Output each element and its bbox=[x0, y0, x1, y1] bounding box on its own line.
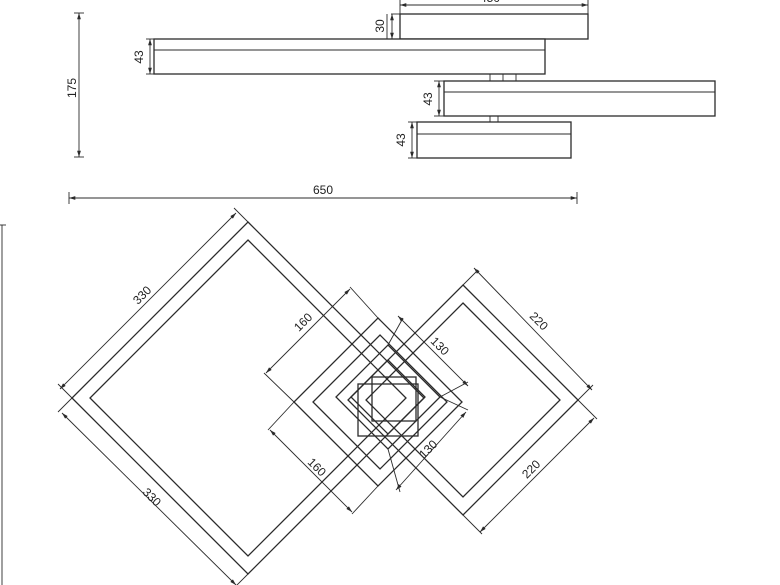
bar-2-height-label: 43 bbox=[421, 92, 435, 106]
light-bar-2 bbox=[443, 80, 716, 117]
ceiling-plate bbox=[399, 13, 589, 40]
bar-1-height-label: 43 bbox=[132, 50, 146, 64]
total-height-dimension: 175 bbox=[65, 12, 84, 158]
plate-thickness-dimension: 30 bbox=[373, 13, 400, 40]
small-square-dimension-b: 130 bbox=[387, 396, 469, 493]
large-square-dimension-a: 330 bbox=[57, 207, 249, 399]
bar-1-height-dimension: 43 bbox=[132, 38, 154, 75]
bar-2-height-dimension: 43 bbox=[421, 80, 444, 117]
top-view: 650 330 bbox=[0, 183, 598, 585]
overall-width-dimension: 650 bbox=[68, 183, 578, 204]
large-square-frame bbox=[71, 221, 425, 575]
top-dimension-label: 450 bbox=[480, 0, 500, 5]
overall-width-label: 650 bbox=[313, 183, 333, 197]
light-bar-3 bbox=[416, 121, 572, 159]
plate-thickness-label: 30 bbox=[373, 19, 387, 33]
small-square-frame bbox=[335, 344, 441, 450]
bar-3-height-label: 43 bbox=[394, 133, 408, 147]
plate-top-dimension: 450 bbox=[399, 0, 589, 14]
right-square-label-a: 220 bbox=[527, 309, 551, 333]
total-height-label: 175 bbox=[65, 78, 79, 98]
middle-square-dimension-b: 160 bbox=[267, 401, 379, 515]
bar-3-height-dimension: 43 bbox=[394, 121, 417, 159]
middle-square-label-b: 160 bbox=[305, 455, 329, 479]
middle-square-label-a: 160 bbox=[291, 310, 315, 334]
right-square-dimension-b: 220 bbox=[462, 399, 598, 535]
side-view: 175 450 30 43 bbox=[65, 0, 716, 159]
large-square-label-b: 330 bbox=[140, 485, 164, 509]
right-square-dimension-a: 220 bbox=[462, 267, 594, 401]
middle-square-dimension-a: 160 bbox=[263, 286, 379, 403]
small-square-label-b: 130 bbox=[416, 437, 440, 461]
large-square-dimension-b: 330 bbox=[57, 397, 249, 585]
large-square-label-a: 330 bbox=[130, 283, 154, 307]
right-square-label-b: 220 bbox=[519, 457, 543, 481]
light-bar-1 bbox=[153, 38, 546, 75]
small-square-label-a: 130 bbox=[428, 334, 452, 358]
